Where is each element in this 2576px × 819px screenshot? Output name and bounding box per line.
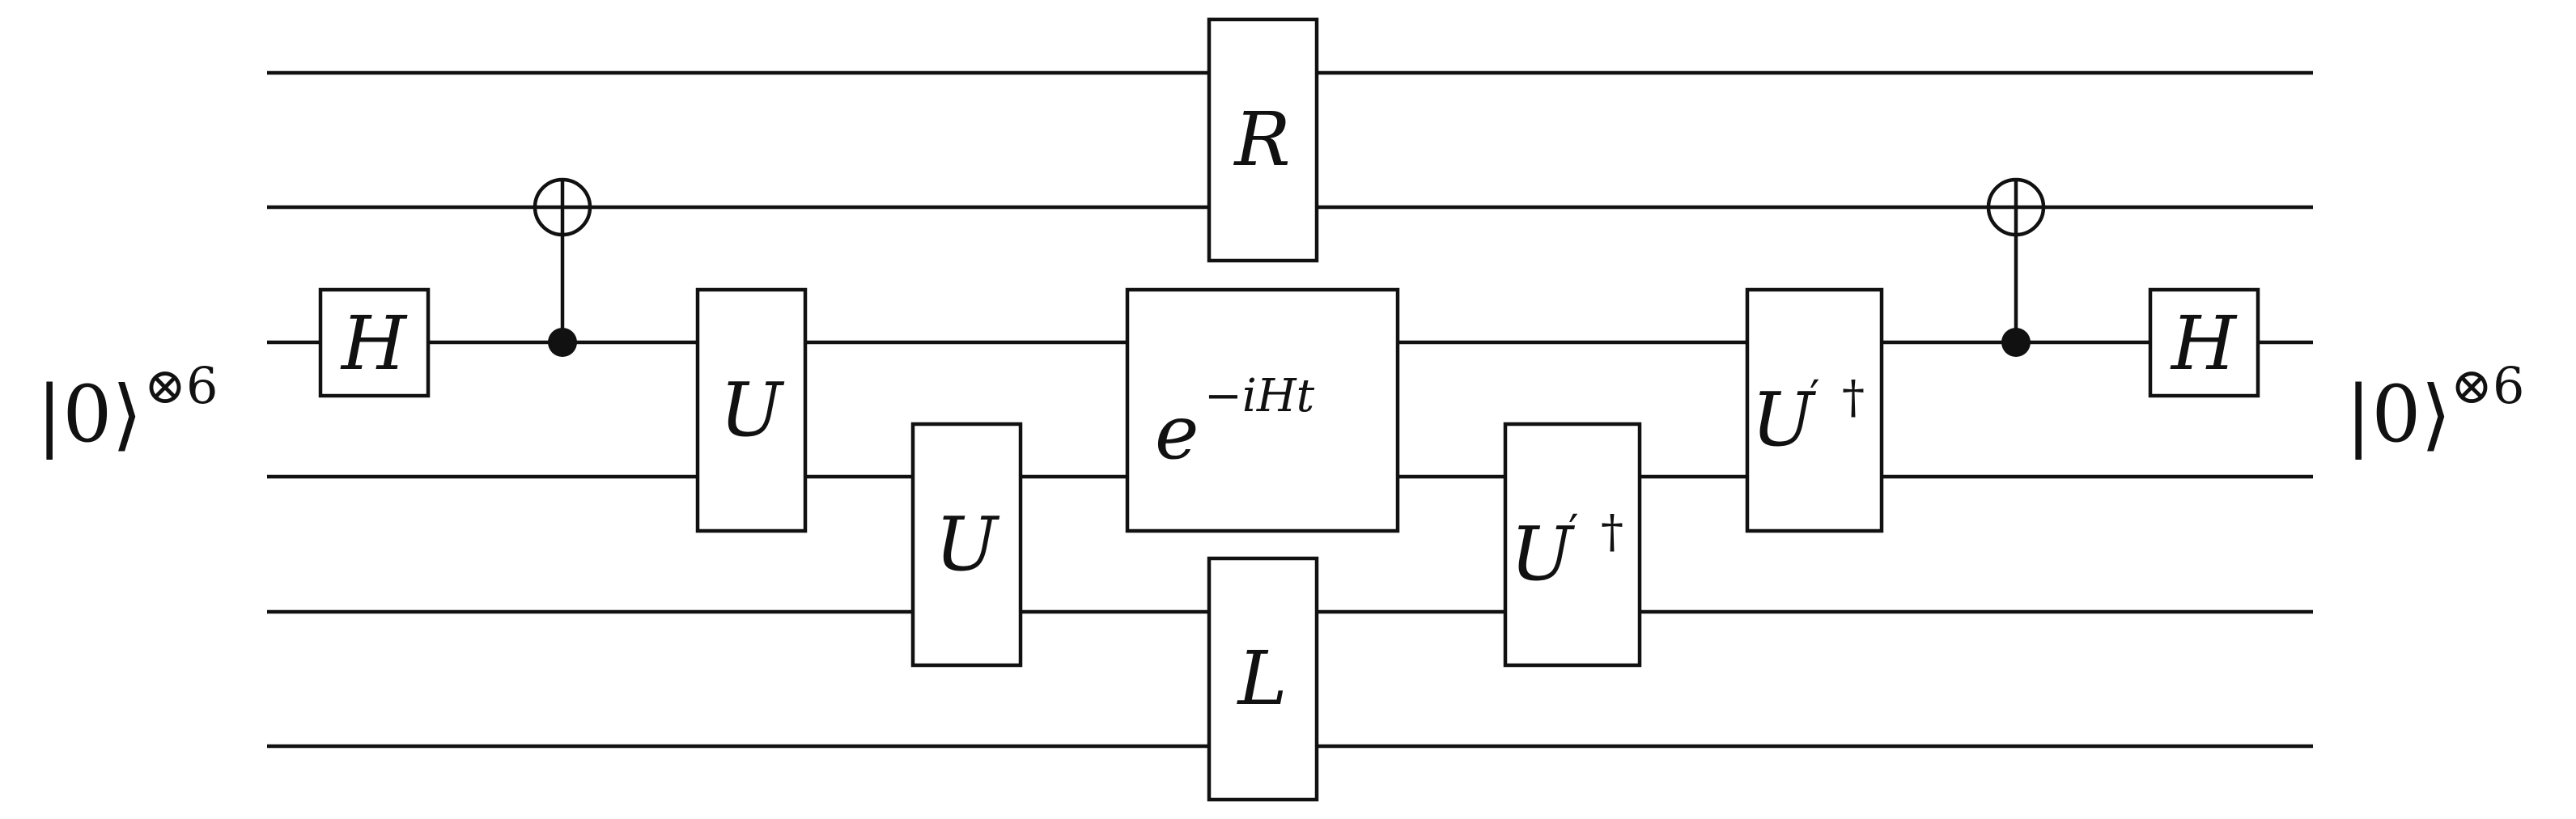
input-tensor-power: ⊗6 xyxy=(144,356,218,415)
u-gate-1-label: U xyxy=(719,367,785,453)
input-ket: |0⟩ xyxy=(36,369,142,460)
time-evolution-gate-box xyxy=(1125,287,1400,533)
u-prime-dagger-gate-2-base: U xyxy=(1751,376,1817,463)
u-prime-dagger-gate-1: U ′ † xyxy=(1503,422,1642,668)
cnot-gate-in xyxy=(533,177,592,357)
input-state-label: |0⟩ ⊗6 xyxy=(36,356,218,460)
cnot-in-control-dot xyxy=(548,328,577,357)
r-gate: R xyxy=(1207,17,1319,263)
hadamard-gate-in-label: H xyxy=(340,300,408,387)
u-prime-dagger-gate-1-prime: ′ xyxy=(1568,506,1579,558)
r-gate-box xyxy=(1207,17,1319,263)
l-gate: L xyxy=(1207,556,1319,802)
hadamard-gate-out-box xyxy=(2148,287,2260,398)
cnot-gate-out xyxy=(1986,177,2046,357)
hadamard-gate-in-box xyxy=(318,287,431,398)
l-gate-label: L xyxy=(1236,635,1287,722)
u-prime-dagger-gate-1-box xyxy=(1503,422,1642,668)
u-prime-dagger-gate-2-box xyxy=(1745,287,1884,533)
output-tensor-power: ⊗6 xyxy=(2451,356,2524,415)
time-evolution-exponent: −iHt xyxy=(1204,370,1315,422)
u-gate-1-box xyxy=(695,287,808,533)
time-evolution-base: e xyxy=(1155,389,1199,476)
u-prime-dagger-gate-2-dagger: † xyxy=(1842,371,1865,424)
u-gate-2-box xyxy=(910,422,1023,668)
cnot-out-control-dot xyxy=(2001,328,2031,357)
u-gate-2-label: U xyxy=(935,501,1000,588)
u-prime-dagger-gate-1-base: U xyxy=(1510,511,1576,597)
time-evolution-gate: e −iHt xyxy=(1125,287,1400,533)
r-gate-label: R xyxy=(1233,96,1290,183)
output-state-label: |0⟩ ⊗6 xyxy=(2345,356,2524,460)
u-prime-dagger-gate-2: U ′ † xyxy=(1745,287,1884,533)
u-prime-dagger-gate-1-dagger: † xyxy=(1601,506,1623,558)
hadamard-gate-out: H xyxy=(2148,287,2260,398)
hadamard-gate-out-label: H xyxy=(2170,300,2238,387)
output-ket: |0⟩ xyxy=(2345,369,2451,460)
l-gate-box xyxy=(1207,556,1319,802)
u-prime-dagger-gate-2-prime: ′ xyxy=(1810,371,1820,424)
hadamard-gate-in: H xyxy=(318,287,431,398)
u-gate-2: U xyxy=(910,422,1023,668)
u-gate-1: U xyxy=(695,287,808,533)
